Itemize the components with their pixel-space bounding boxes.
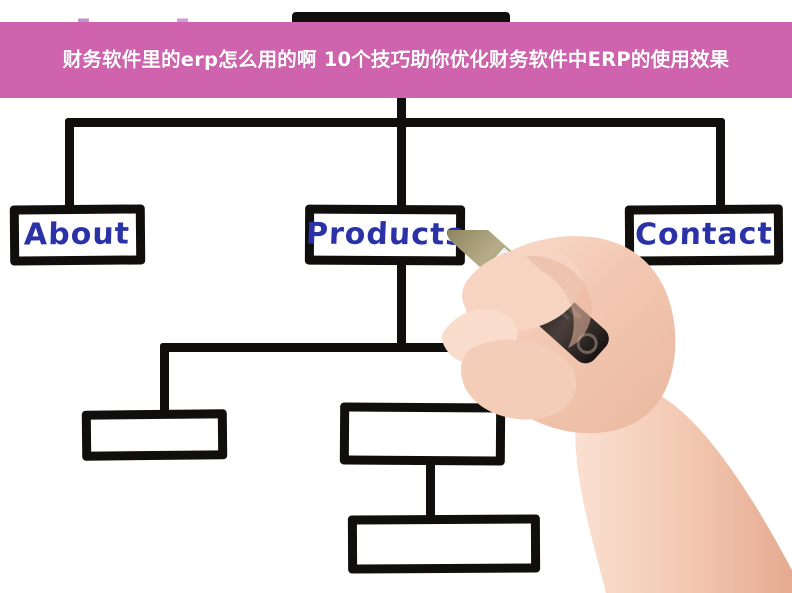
headline-banner: 财务软件里的erp怎么用的啊 10个技巧助你优化财务软件中ERP的使用效果 [0,22,792,98]
edge-bus-to-about [65,118,74,210]
sitemap-node-about[interactable]: About [9,204,146,266]
sitemap-node-sub1[interactable] [81,409,228,461]
edge-home-to-bus [397,84,406,124]
edge-bus-to-contact [716,118,725,210]
sitemap-node-about-label: About [24,216,131,253]
edge-bus-to-products [397,118,406,210]
edge-level1-bus [68,118,724,127]
headline-banner-title: 财务软件里的erp怎么用的啊 10个技巧助你优化财务软件中ERP的使用效果 [62,48,730,71]
thumb [442,309,518,364]
forearm-shape [575,385,792,593]
edge-products-to-bus2 [397,262,406,348]
sitemap-node-products[interactable]: Products [304,204,466,266]
sitemap-node-products-label: Products [305,216,465,253]
edge-bus2-to-sub2 [546,343,555,411]
sitemap-node-contact[interactable]: Contact [624,204,784,266]
sitemap-node-contact-label: Contact [634,216,774,253]
sitemap-node-sub3[interactable] [347,514,541,574]
knuckle-shading [526,255,592,348]
index-finger [462,248,582,331]
edge-sub2-to-sub3 [426,462,435,520]
edge-bus2-to-sub1 [160,343,169,415]
edge-level2-bus [160,343,555,352]
sitemap-node-sub2[interactable] [339,402,506,466]
